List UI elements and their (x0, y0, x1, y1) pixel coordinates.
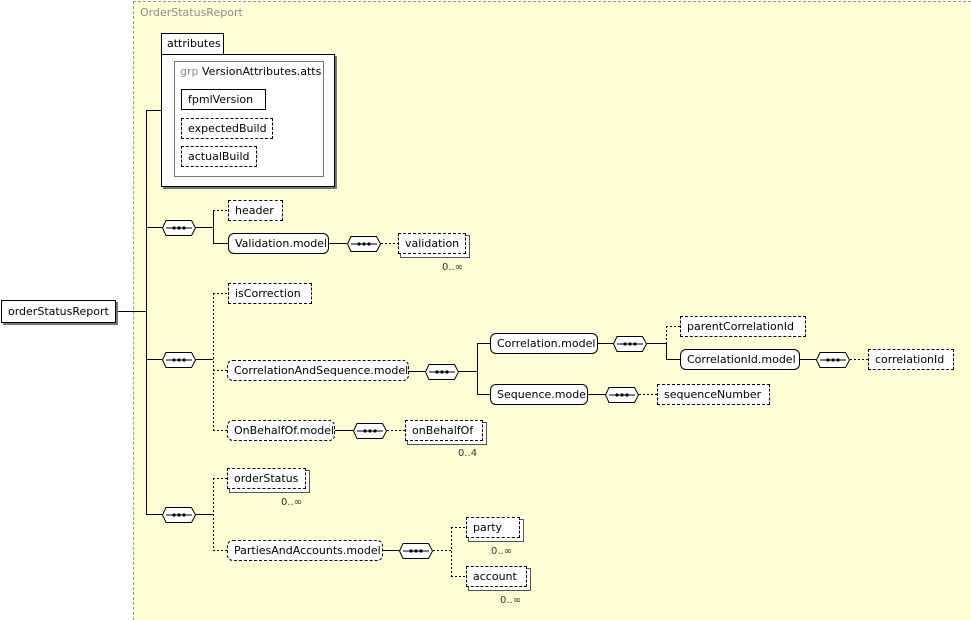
group-onBehalfOf-model[interactable]: OnBehalfOf.model (227, 420, 335, 441)
group-label: OnBehalfOf.model (234, 424, 335, 437)
attribute-group-label[interactable]: grp VersionAttributes.atts (180, 65, 321, 78)
element-party[interactable]: party (466, 517, 520, 538)
group-correlation-and-sequence-model[interactable]: CorrelationAndSequence.model (227, 360, 409, 381)
group-correlationId-model[interactable]: CorrelationId.model (680, 349, 800, 370)
element-onBehalfOf[interactable]: onBehalfOf (405, 420, 483, 441)
element-isCorrection[interactable]: isCorrection (228, 283, 312, 304)
group-label: Sequence.model (497, 388, 590, 401)
element-validation[interactable]: validation (398, 233, 466, 254)
attributes-tab[interactable]: attributes (161, 33, 224, 55)
element-account[interactable]: account (466, 566, 527, 587)
element-correlationId[interactable]: correlationId (868, 349, 954, 370)
group-validation-model[interactable]: Validation.model (228, 233, 329, 254)
root-element-orderStatusReport[interactable]: orderStatusReport (1, 300, 116, 323)
attribute-label: expectedBuild (188, 122, 267, 135)
group-label: Correlation.model (497, 337, 596, 350)
group-label: Validation.model (235, 237, 328, 250)
group-label: PartiesAndAccounts.model (234, 544, 381, 557)
root-element-label: orderStatusReport (8, 305, 109, 318)
element-label: orderStatus (234, 472, 299, 485)
element-label: sequenceNumber (664, 388, 762, 401)
element-label: party (473, 521, 503, 534)
element-label: onBehalfOf (412, 424, 474, 437)
sequence-compositor-icon[interactable] (816, 352, 850, 368)
group-sequence-model[interactable]: Sequence.model (490, 384, 590, 405)
sequence-compositor-icon[interactable] (162, 352, 196, 368)
cardinality-party: 0..∞ (491, 546, 513, 557)
sequence-compositor-icon[interactable] (399, 543, 433, 559)
type-name: OrderStatusReport (140, 6, 243, 19)
element-label: isCorrection (235, 287, 301, 300)
attribute-label: actualBuild (188, 150, 250, 163)
element-header[interactable]: header (228, 200, 283, 221)
cardinality-validation: 0..∞ (442, 262, 464, 273)
element-parentCorrelationId[interactable]: parentCorrelationId (680, 316, 806, 337)
sequence-compositor-icon[interactable] (347, 236, 381, 252)
sequence-compositor-icon[interactable] (425, 364, 459, 380)
cardinality-orderStatus: 0..∞ (281, 497, 303, 508)
element-orderStatus[interactable]: orderStatus (227, 468, 306, 489)
cardinality-account: 0..∞ (500, 595, 522, 606)
attribute-expectedBuild[interactable]: expectedBuild (181, 118, 273, 139)
sequence-compositor-icon[interactable] (162, 220, 196, 236)
attribute-label: fpmlVersion (188, 93, 254, 106)
element-label: validation (405, 237, 460, 250)
element-sequenceNumber[interactable]: sequenceNumber (657, 384, 770, 405)
sequence-compositor-icon[interactable] (162, 507, 196, 523)
group-parties-and-accounts-model[interactable]: PartiesAndAccounts.model (227, 540, 383, 561)
cardinality-onBehalfOf: 0..4 (458, 448, 478, 459)
sequence-compositor-icon[interactable] (613, 336, 647, 352)
group-label: CorrelationAndSequence.model (234, 364, 409, 377)
element-label: correlationId (875, 353, 945, 366)
sequence-compositor-icon[interactable] (353, 423, 387, 439)
attribute-actualBuild[interactable]: actualBuild (181, 146, 257, 167)
attribute-fpmlVersion[interactable]: fpmlVersion (181, 89, 266, 110)
group-name: VersionAttributes.atts (202, 65, 322, 78)
group-correlation-model[interactable]: Correlation.model (490, 333, 598, 354)
element-label: account (473, 570, 517, 583)
element-label: header (235, 204, 274, 217)
group-keyword: grp (180, 65, 199, 78)
group-label: CorrelationId.model (687, 353, 796, 366)
element-label: parentCorrelationId (687, 320, 794, 333)
sequence-compositor-icon[interactable] (605, 387, 639, 403)
